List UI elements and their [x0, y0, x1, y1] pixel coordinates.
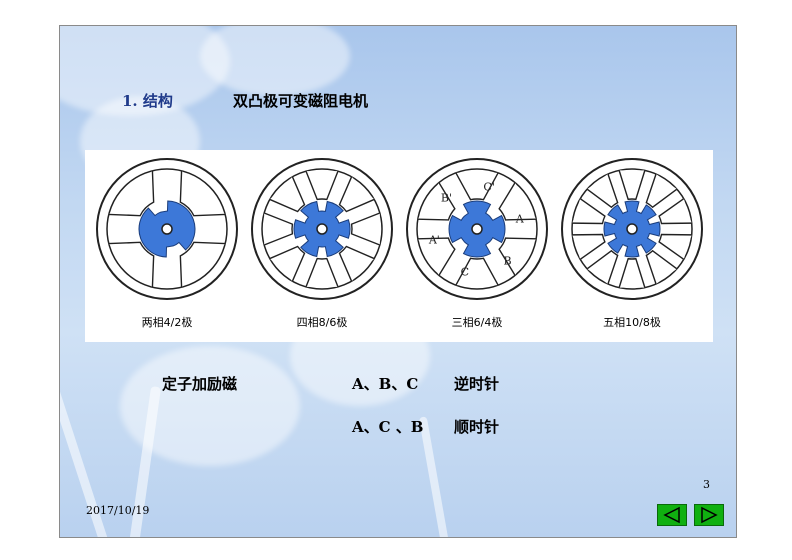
stator-pole	[618, 170, 646, 201]
stator-pole	[350, 212, 381, 246]
stator-pole	[305, 257, 339, 288]
motor-diagram	[557, 154, 707, 304]
stator-pole	[618, 257, 646, 288]
motor-caption: 三相6/4极	[451, 316, 503, 329]
excitation-sequence-1: A、B、C	[352, 375, 419, 393]
triangle-right-icon	[701, 506, 718, 524]
motor-svg	[561, 158, 703, 300]
stator-pole	[645, 173, 678, 209]
stator-pole	[586, 249, 619, 285]
motor-diagram	[247, 154, 397, 304]
motor-svg	[96, 158, 238, 300]
bg-cloud	[200, 26, 350, 96]
stator-pole	[658, 233, 692, 260]
phase-label: A'	[428, 234, 440, 247]
stator-pole	[269, 245, 306, 282]
stator-pole	[645, 249, 678, 285]
stator-pole	[179, 170, 226, 217]
stator-pole	[572, 198, 606, 225]
stator-pole	[586, 173, 619, 209]
stator-pole	[417, 182, 456, 221]
slide-date: 2017/10/19	[86, 504, 150, 517]
stator-pole	[572, 233, 606, 260]
page-number: 3	[703, 478, 710, 491]
phase-label: B	[503, 255, 511, 268]
stator-pole	[108, 170, 155, 217]
motor-caption: 五相10/8极	[603, 316, 661, 329]
phase-label: C'	[483, 181, 494, 194]
next-slide-button[interactable]	[694, 504, 724, 526]
excitation-label: 定子加励磁	[162, 375, 238, 393]
slide-title: 双凸极可变磁阻电机	[233, 92, 369, 110]
motor-diagram: C' A B C A' B'	[402, 154, 552, 304]
slide: 1. 结构 双凸极可变磁阻电机 两相4/2极 四相8/6极 C' A B C A' B' 三相6…	[59, 25, 737, 538]
stator-pole	[179, 241, 226, 288]
motor-caption: 两相4/2极	[141, 316, 193, 329]
stator-pole	[269, 176, 306, 213]
stator-pole	[455, 172, 499, 201]
stator-pole	[263, 212, 294, 246]
triangle-left-icon	[663, 506, 680, 524]
motor-caption: 四相8/6极	[296, 316, 348, 329]
stator-pole	[498, 237, 537, 276]
excitation-direction-2: 顺时针	[454, 418, 500, 436]
motor-svg: C' A B C A' B'	[406, 158, 548, 300]
prev-slide-button[interactable]	[657, 504, 687, 526]
motor-diagram	[92, 154, 242, 304]
stator-pole	[338, 176, 375, 213]
motor-svg	[251, 158, 393, 300]
excitation-sequence-2: A、C 、B	[352, 418, 424, 436]
excitation-direction-1: 逆时针	[454, 375, 500, 393]
stator-pole	[658, 198, 692, 225]
motor-figure: 两相4/2极 四相8/6极 C' A B C A' B' 三相6/4极 五相10/8极	[85, 150, 713, 342]
stator-pole	[417, 237, 456, 276]
stator-pole	[108, 241, 155, 288]
stator-pole	[455, 257, 499, 286]
phase-label: A	[515, 212, 525, 225]
section-number: 1. 结构	[122, 92, 173, 110]
phase-label: B'	[441, 191, 452, 204]
phase-label: C	[461, 265, 469, 278]
stator-pole	[338, 245, 375, 282]
stator-pole	[498, 182, 537, 221]
stator-pole	[305, 170, 339, 201]
